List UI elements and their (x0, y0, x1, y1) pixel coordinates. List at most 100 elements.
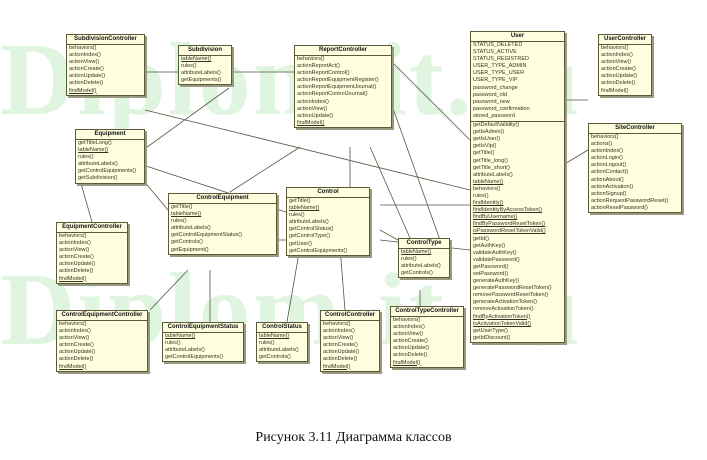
method: generatePasswordResetToken() (473, 285, 552, 292)
attribute: USER_TYPE_ADMIN (473, 63, 527, 70)
method: actionDelete() (59, 268, 94, 275)
class-control-type-controller: ControlTypeController behaviors() action… (390, 306, 464, 368)
method: actionReportEquipmentRegister() (297, 77, 379, 84)
method: actionView() (393, 331, 424, 338)
attribute: STATUS_REGISTRED (473, 56, 530, 63)
method: getTitle() (473, 150, 495, 157)
method: actionContact() (591, 169, 629, 176)
method: tableName() (78, 147, 109, 154)
method: getControls() (171, 239, 203, 246)
method: actionUpdate() (59, 349, 96, 356)
method: getEquipment() (171, 246, 209, 253)
method: rules() (259, 340, 275, 347)
class-subdivision-controller: SubdivisionController behaviors() action… (66, 34, 145, 96)
method: getAuthKey() (473, 242, 506, 249)
method: rules() (78, 154, 94, 161)
class-name: EquipmentController (57, 223, 127, 233)
method: rules() (473, 192, 489, 199)
method: findModel() (601, 87, 629, 94)
method: actionUpdate() (69, 73, 106, 80)
method: getControlEquipments() (289, 247, 348, 254)
method: behaviors() (69, 45, 97, 51)
method: getControls() (259, 354, 291, 361)
method: actionReportControlJournal() (297, 91, 368, 98)
method: getTitle() (289, 198, 311, 204)
method: actionCreate() (323, 342, 358, 349)
attribute: USER_TYPE_VIP (473, 77, 518, 84)
method: getTitle_long() (473, 157, 508, 164)
method: getIsUser() (473, 136, 501, 143)
method: actionResetPassword() (591, 204, 648, 211)
method: getControlStatus() (289, 226, 334, 233)
method: findIdentityByAccessToken() (473, 207, 543, 214)
method: getId() (473, 235, 489, 242)
method: getIsVip() (473, 143, 497, 150)
class-name: ControlEquipmentStatus (163, 323, 243, 333)
method: behaviors() (591, 134, 619, 140)
method: actionCreate() (59, 254, 94, 261)
method: attributeLabels() (473, 171, 513, 178)
method: findIdentity() (473, 200, 504, 207)
class-equipment-controller: EquipmentController behaviors() actionIn… (56, 222, 128, 284)
method: actionCreate() (601, 66, 636, 73)
method: actionDelete() (393, 352, 428, 359)
class-name: ControlEquipment (169, 194, 276, 204)
class-report-controller: ReportController behaviors() actionRepor… (294, 45, 392, 128)
method: actionView() (59, 335, 90, 342)
attribute-section: STATUS_DELETED STATUS_ACTIVE STATUS_REGI… (471, 42, 564, 123)
method: rules() (171, 218, 187, 225)
method: getUserType() (473, 327, 508, 334)
method: getUser() (289, 240, 312, 247)
method: findModel() (69, 87, 97, 94)
method: actionIndex() (297, 98, 329, 105)
method: behaviors() (59, 233, 87, 239)
attribute: password_confirmation (473, 105, 530, 112)
method: validateAuthKey() (473, 249, 517, 256)
method: tableName() (401, 249, 432, 255)
class-name: UserController (599, 35, 651, 45)
attribute: password_new (473, 98, 510, 105)
method: tableName() (165, 333, 196, 339)
class-name: SubdivisionController (67, 35, 144, 45)
class-control-status: ControlStatus tableName() rules() attrib… (256, 322, 308, 363)
method: attributeLabels() (165, 347, 205, 354)
method: findModel() (59, 275, 87, 282)
class-control-type: ControlType tableName() rules() attribut… (398, 238, 450, 279)
method: tableName() (473, 178, 504, 185)
method: tableName() (289, 205, 320, 212)
method: removeActivationToken() (473, 306, 534, 313)
method: rules() (401, 256, 417, 263)
method: removePasswordResetToken() (473, 292, 549, 299)
method: tableName() (259, 333, 290, 339)
class-user-controller: UserController behaviors() actionIndex()… (598, 34, 652, 96)
class-site-controller: SiteController behaviors() actions() act… (588, 123, 682, 214)
class-name: ControlController (321, 311, 379, 321)
method: actionSignup() (591, 190, 627, 197)
method: actionIndex() (393, 324, 425, 331)
class-equipment: Equipment getTitleLong() tableName() rul… (75, 129, 145, 184)
method: behaviors() (473, 185, 501, 192)
method: actionIndex() (601, 52, 633, 59)
method: actionView() (69, 59, 100, 66)
method: behaviors() (393, 317, 421, 323)
method: findByActivationToken() (473, 313, 531, 320)
method: getEquipments() (181, 77, 222, 84)
method: actionIndex() (59, 328, 91, 335)
method: getTitle() (171, 204, 193, 210)
method: findModel() (393, 359, 421, 366)
method: actionCreate() (393, 338, 428, 345)
method: getPassword() (473, 263, 509, 270)
method: attributeLabels() (181, 70, 221, 77)
method: isActivationTokenValid() (473, 320, 531, 327)
method: actionDelete() (69, 80, 104, 87)
class-user: User STATUS_DELETED STATUS_ACTIVE STATUS… (470, 31, 565, 343)
method: getDefaultValidity() (473, 122, 520, 129)
method: actionReportEquipmentJournal() (297, 84, 377, 91)
class-control-controller: ControlController behaviors() actionInde… (320, 310, 380, 372)
method: actionView() (601, 59, 632, 66)
attribute: STATUS_ACTIVE (473, 49, 517, 56)
method: getTitleLong() (78, 140, 112, 146)
class-name: ReportController (295, 46, 391, 56)
attribute: stored_password (473, 112, 515, 119)
